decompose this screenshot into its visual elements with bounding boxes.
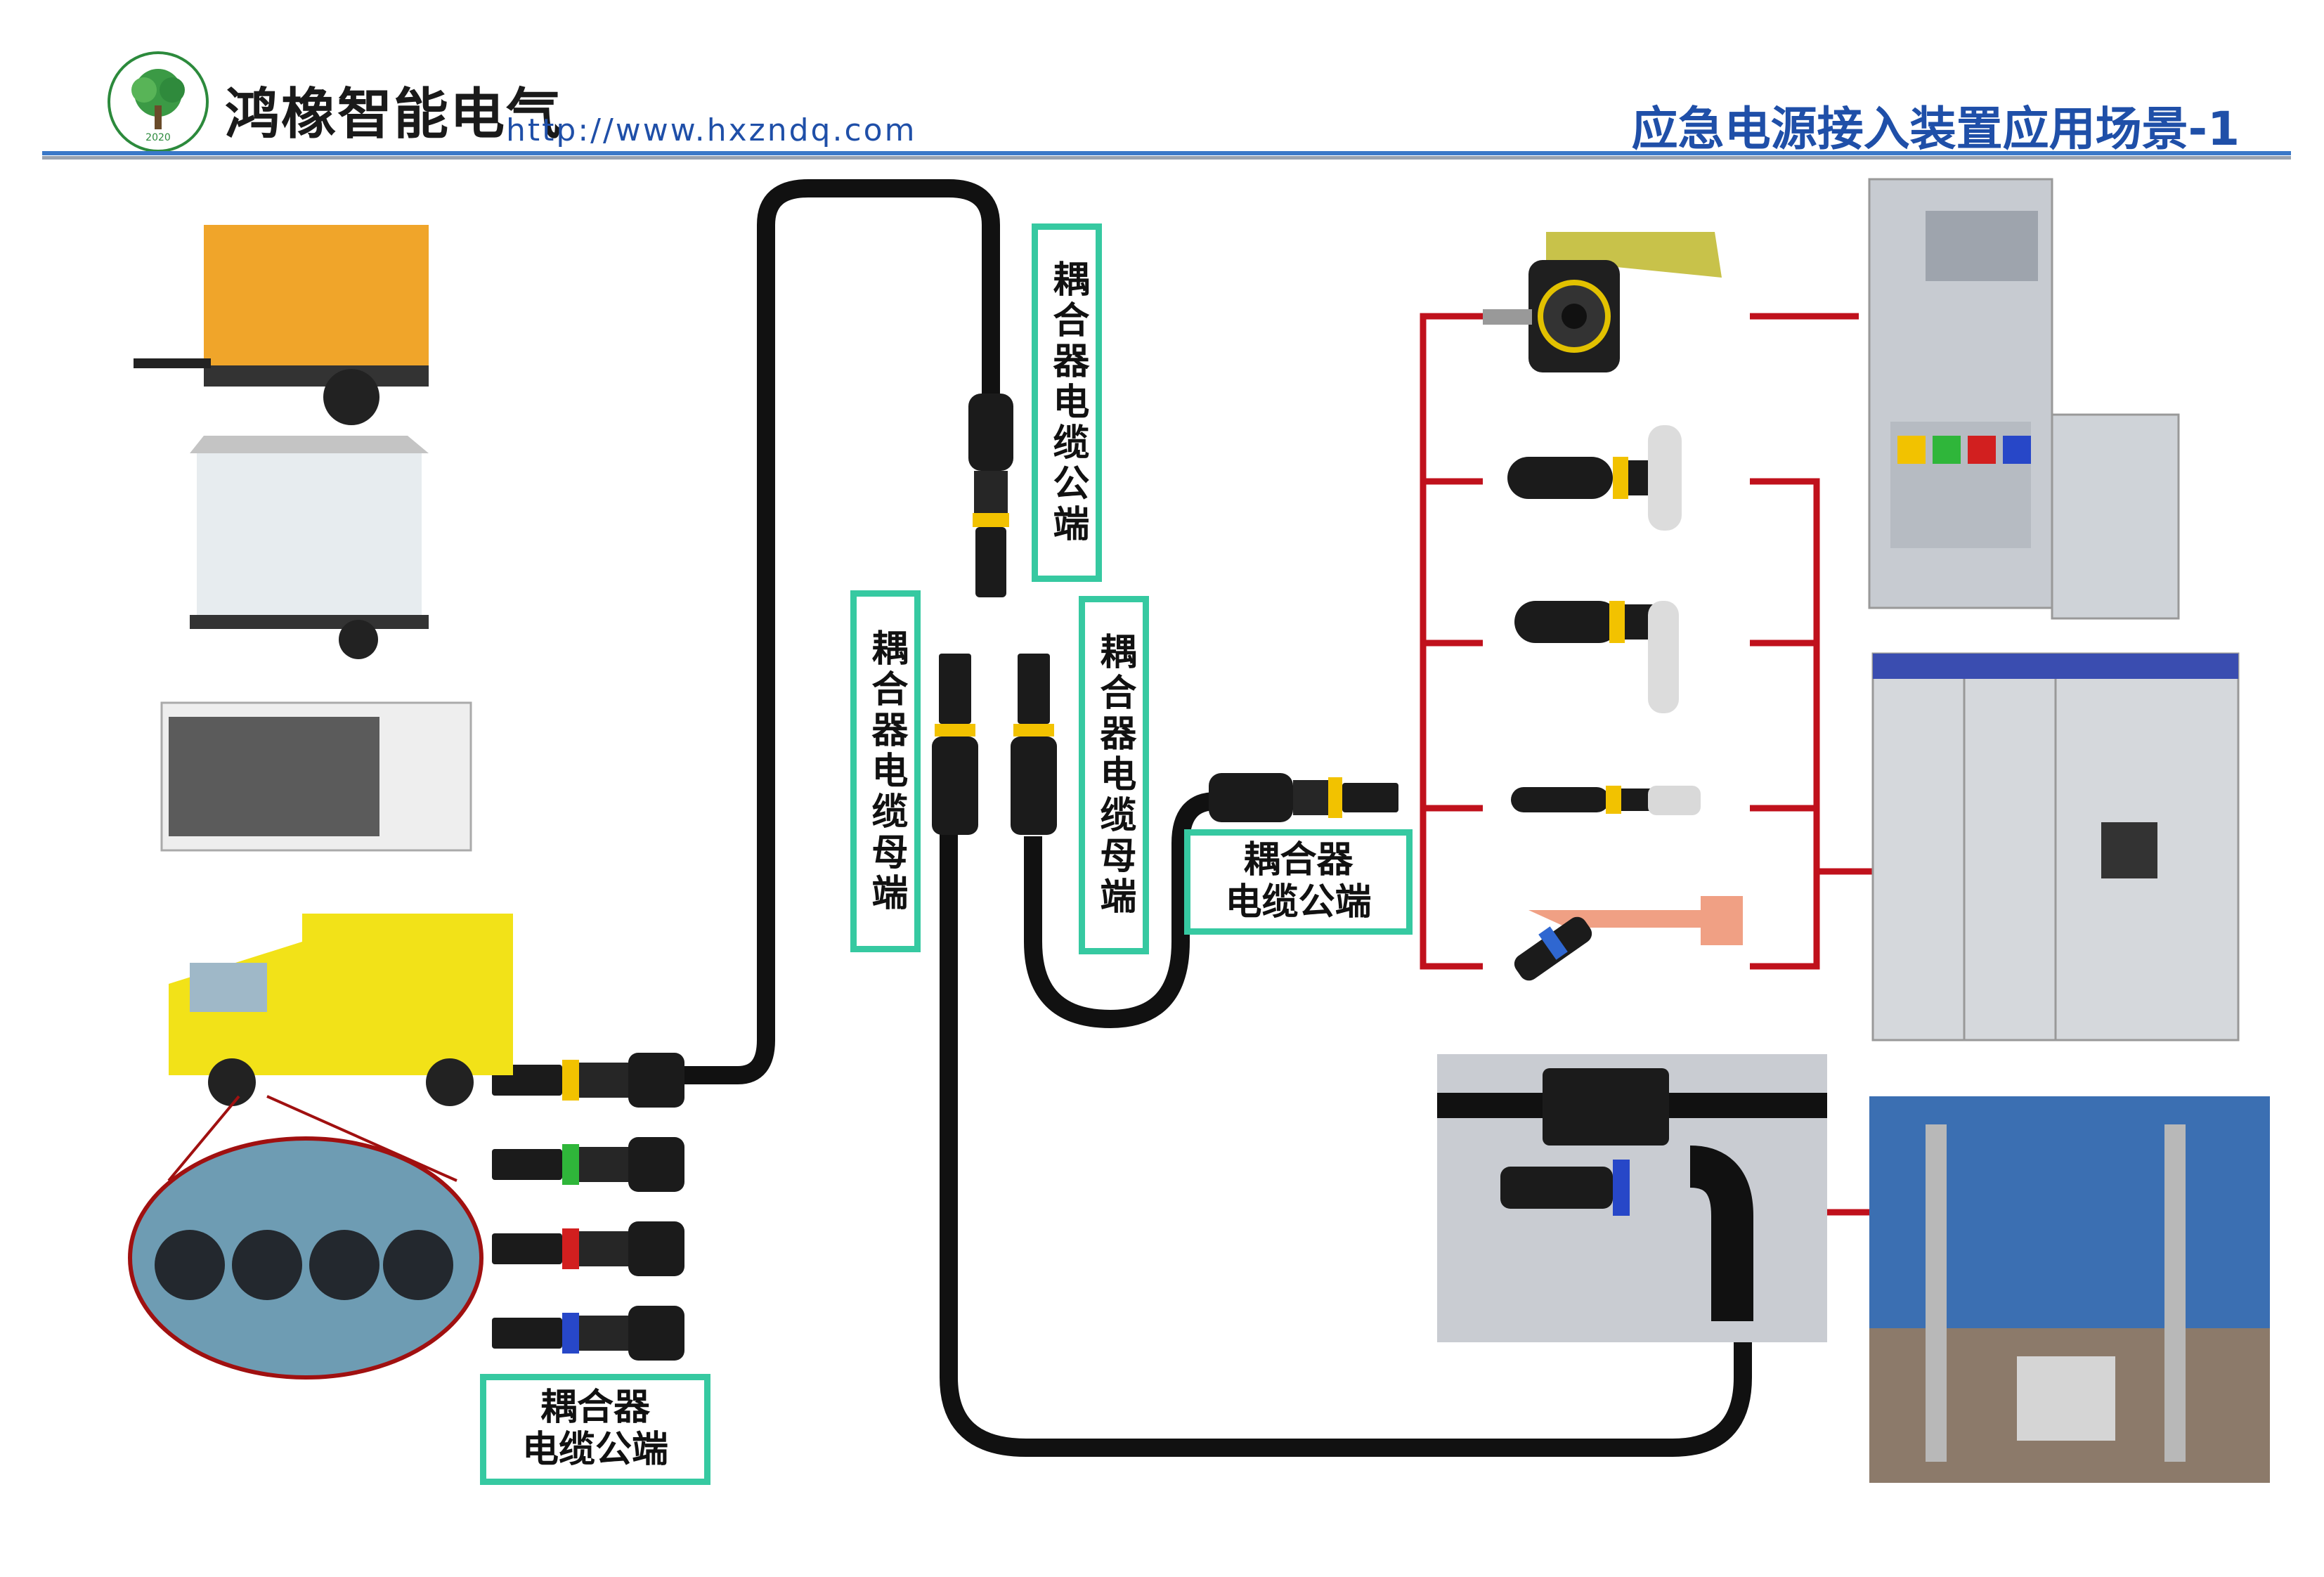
terminal-plug-device-1 xyxy=(1507,425,1682,531)
female-connector-right xyxy=(1011,654,1057,835)
terminal-lug-device xyxy=(1511,786,1701,815)
truck-socket-zoom xyxy=(128,1095,483,1380)
label-mid-male: 耦合器 电缆公端 xyxy=(1184,829,1413,935)
coupler-detail xyxy=(1437,1068,1827,1321)
cable-main-arch xyxy=(675,179,1000,1084)
page-title: 应急电源接入装置应用场景-1 xyxy=(1631,102,2240,156)
label-bottom-male-line2: 电缆公端 xyxy=(521,1429,668,1471)
red-links xyxy=(1420,313,1876,1216)
diesel-generator-trailer xyxy=(134,225,429,425)
company-logo: 2020 xyxy=(108,51,209,152)
label-female-left: 耦合器电缆母端 xyxy=(850,590,921,952)
equipment-column xyxy=(128,225,513,1380)
logo-year: 2020 xyxy=(145,132,171,143)
label-mid-male-line2: 电缆公端 xyxy=(1225,881,1372,923)
label-mid-male-line1: 耦合器 xyxy=(1243,839,1353,882)
utility-pole-transformer-photo xyxy=(1869,1096,2270,1483)
gen-connector-yellow xyxy=(492,1053,684,1108)
terminal-plug-device-2 xyxy=(1514,601,1679,713)
terminal-socket-device xyxy=(1483,232,1722,372)
female-connector-left xyxy=(932,654,978,835)
cable-u-loop xyxy=(1024,792,1216,1029)
label-top-male: 耦合器电缆公端 xyxy=(1032,223,1102,582)
label-bottom-male: 耦合器 电缆公端 xyxy=(480,1374,710,1485)
distribution-cabinet-2 xyxy=(1871,652,2240,1041)
brand-name: 鸿橡智能电气 xyxy=(225,83,563,146)
gen-connector-green xyxy=(492,1137,684,1192)
gen-connector-blue xyxy=(492,1306,684,1361)
label-female-right: 耦合器电缆母端 xyxy=(1079,596,1149,954)
header-divider xyxy=(42,151,2291,160)
website-link[interactable]: http://www.hxzndq.com xyxy=(506,112,917,148)
mid-male-connector xyxy=(1209,773,1398,822)
top-male-connector xyxy=(968,394,1013,597)
battery-container xyxy=(160,701,472,852)
emergency-power-truck xyxy=(169,914,513,1106)
gen-connector-red xyxy=(492,1221,684,1276)
label-bottom-male-line1: 耦合器 xyxy=(540,1387,650,1429)
box-transformer-trailer xyxy=(190,436,429,659)
terminal-copper-device xyxy=(1514,896,1743,981)
distribution-cabinet-1 xyxy=(1868,178,2180,620)
cable-bottom-loop xyxy=(940,829,1752,1457)
